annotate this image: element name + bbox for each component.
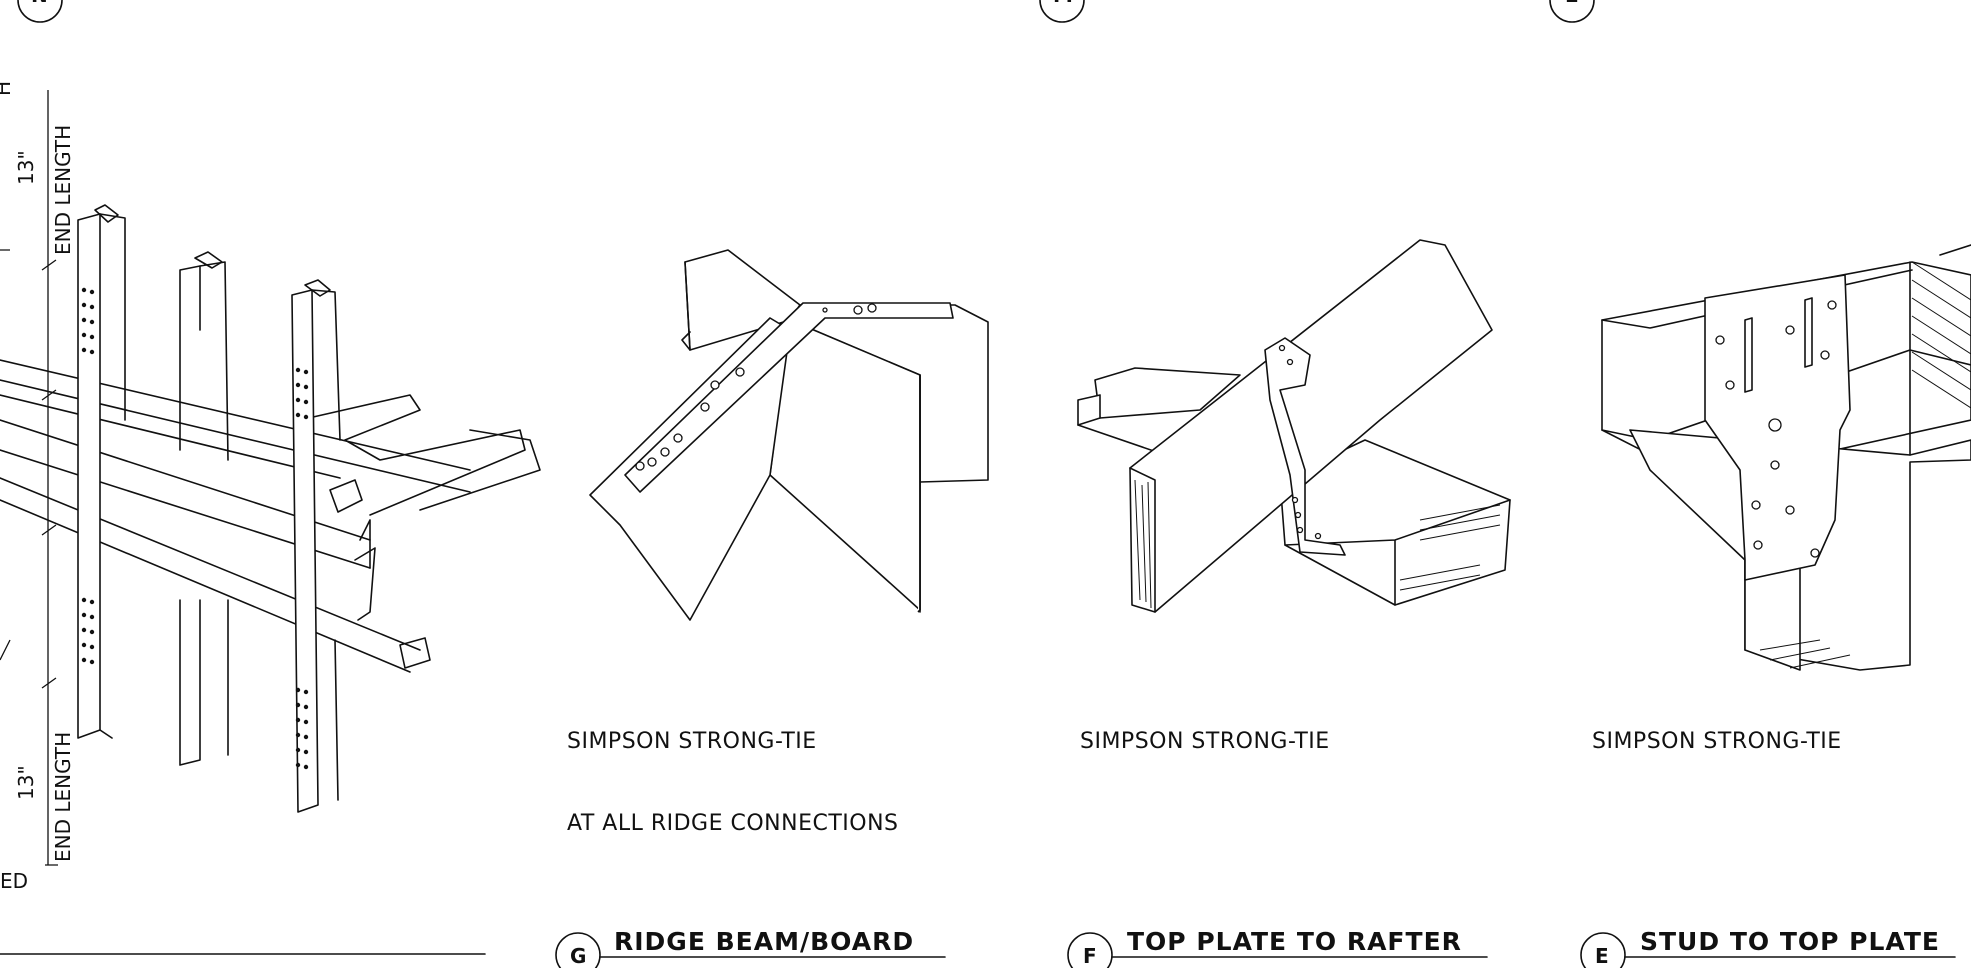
ridge-strap (624, 302, 954, 493)
top-bubble-n-label: N (31, 0, 48, 7)
top-bubble-m-label: M (1053, 0, 1073, 7)
detail-f-bubble-label: F (1083, 944, 1097, 968)
detail-g-annotations: SIMPSON STRONG-TIE AT ALL RIDGE CONNECTI… (555, 729, 946, 968)
detail-e-annotations: SIMPSON STRONG-TIE E STUD TO TOP PLATE (1580, 729, 1956, 968)
detail-g-note-2: AT ALL RIDGE CONNECTIONS (567, 811, 899, 836)
rafter-hanger (1264, 337, 1346, 556)
dim-top-value: 13" (14, 150, 38, 185)
dim-bottom-value: 13" (14, 765, 38, 800)
stud-plate-drawing (1601, 244, 1971, 671)
detail-e-bubble (1580, 932, 1626, 968)
detail-g-bubble-label: G (570, 944, 586, 968)
detail-f-bubble (1067, 932, 1113, 968)
dim-bottom-label: END LENGTH (51, 732, 75, 862)
detail-e-note-1: SIMPSON STRONG-TIE (1592, 729, 1842, 754)
detail-g-title: RIDGE BEAM/BOARD (614, 927, 914, 956)
strap-tie-detail-drawing (0, 90, 541, 866)
detail-f-note-1: SIMPSON STRONG-TIE (1080, 729, 1330, 754)
dim-top-label: END LENGTH (51, 125, 75, 255)
ridge-beam-drawing (589, 249, 989, 621)
rafter-plate-drawing (1077, 239, 1511, 613)
detail-e-bubble-label: E (1595, 944, 1609, 968)
top-bubble-l (1549, 0, 1595, 23)
detail-e-title: STUD TO TOP PLATE (1640, 927, 1940, 956)
top-bubble-n (17, 0, 63, 23)
top-bubble-m (1039, 0, 1085, 23)
detail-g-note-1: SIMPSON STRONG-TIE (567, 729, 817, 754)
detail-f-annotations: SIMPSON STRONG-TIE F TOP PLATE TO RAFTER (1067, 729, 1488, 968)
partial-bottom-text: ED (0, 869, 28, 893)
partial-top-text: H (0, 81, 15, 96)
strap-holes (81, 287, 309, 770)
top-detail-bubbles (17, 0, 1595, 23)
detail-g-bubble (555, 932, 601, 968)
detail-f-title: TOP PLATE TO RAFTER (1127, 927, 1462, 956)
top-bubble-l-label: L (1565, 0, 1578, 7)
